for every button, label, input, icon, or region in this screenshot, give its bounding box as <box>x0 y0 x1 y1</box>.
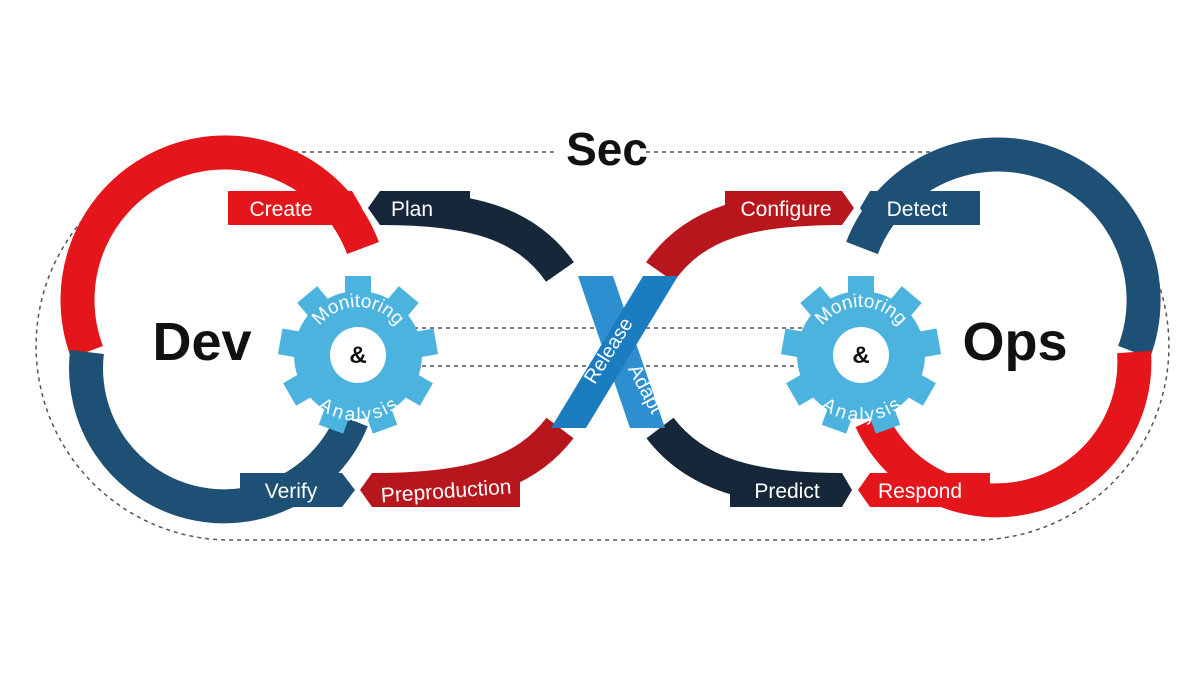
preproduction-banner <box>360 473 520 507</box>
configure-banner <box>725 191 854 225</box>
dev-hub-label: Dev <box>152 312 251 372</box>
predict-banner <box>730 473 852 507</box>
dev-arc-red <box>60 135 379 358</box>
dev-arc-blue <box>69 350 368 524</box>
dev-gear <box>277 276 439 434</box>
plan-label: Plan <box>391 198 433 221</box>
respond-label: Respond <box>878 480 962 503</box>
ops-arc-red <box>855 350 1152 518</box>
configure-label: Configure <box>740 198 831 221</box>
release-band <box>551 276 678 428</box>
detect-label: Detect <box>887 198 948 221</box>
ops-hub-label: Ops <box>962 312 1067 372</box>
verify-label: Verify <box>265 480 318 503</box>
respond-banner <box>858 473 990 507</box>
ops-gear-center-label: & <box>852 342 869 369</box>
dev-gear-center-label: & <box>349 342 366 369</box>
create-banner <box>228 191 362 225</box>
plan-banner <box>368 191 470 225</box>
detect-banner <box>860 191 980 225</box>
create-label: Create <box>249 198 312 221</box>
center-crossing: Release Adapt <box>551 276 678 428</box>
ops-gear <box>780 276 942 434</box>
verify-banner <box>240 473 355 507</box>
sec-label: Sec <box>566 123 648 175</box>
predict-label: Predict <box>754 480 820 503</box>
sec-label-backdrop <box>555 125 645 175</box>
